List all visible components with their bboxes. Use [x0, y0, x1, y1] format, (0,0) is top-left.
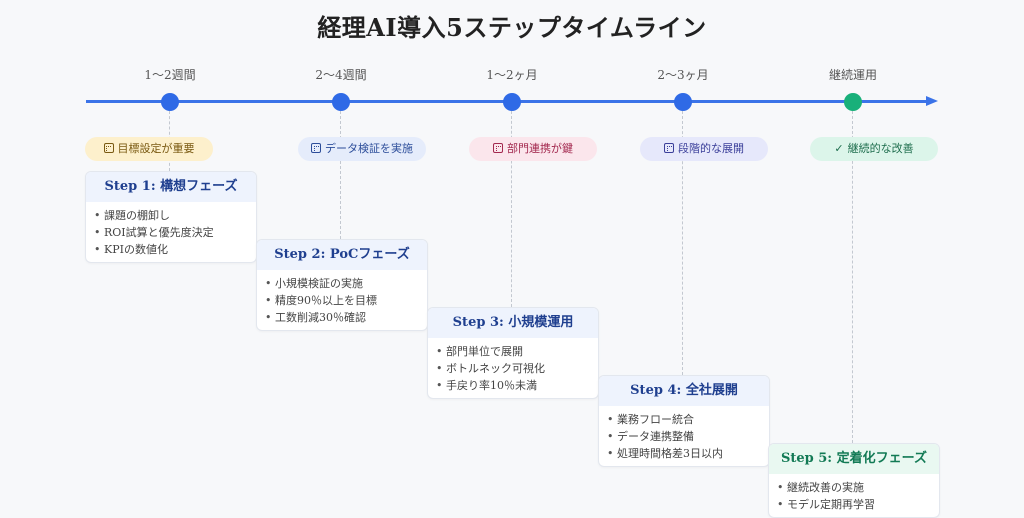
list-item: 手戻り率10％未満 — [436, 377, 598, 394]
step-card: Step 4: 全社展開 業務フロー統合 データ連携整備 処理時間格差3日以内 — [598, 375, 770, 467]
step-title: Step 2: PoCフェーズ — [257, 240, 427, 270]
timeline-stage-2: 2～4週間 データ検証を実施 Step 2: PoCフェーズ 小規模検証の実施 … — [256, 0, 428, 512]
timeline-stage-1: 1～2週間 目標設定が重要 Step 1: 構想フェーズ 課題の棚卸し ROI試… — [85, 0, 257, 512]
badge-label: データ検証を実施 — [325, 142, 413, 155]
timeline-node — [503, 93, 521, 111]
list-item: ボトルネック可視化 — [436, 360, 598, 377]
check-icon: ✓ — [834, 142, 844, 155]
list-item: 処理時間格差3日以内 — [607, 445, 769, 462]
badge-label: 目標設定が重要 — [117, 142, 195, 155]
timeline-stage-4: 2～3ヶ月 段階的な展開 Step 4: 全社展開 業務フロー統合 データ連携整… — [598, 0, 770, 512]
list-item: 課題の棚卸し — [94, 207, 256, 224]
list-item: 継続改善の実施 — [777, 479, 939, 496]
step-card: Step 1: 構想フェーズ 課題の棚卸し ROI試算と優先度決定 KPIの数値… — [85, 171, 257, 263]
step-title: Step 4: 全社展開 — [599, 376, 769, 406]
timeline-node — [161, 93, 179, 111]
list-item: 工数削減30％確認 — [265, 309, 427, 326]
stage-period: 1～2ヶ月 — [486, 68, 538, 82]
timeline-node — [332, 93, 350, 111]
connector-line — [340, 111, 341, 239]
badge-label: 段階的な展開 — [678, 142, 744, 155]
timeline-stage-5: 継続運用 ✓継続的な改善 Step 5: 定着化フェーズ 継続改善の実施 モデル… — [768, 0, 940, 518]
connector-line — [852, 111, 853, 443]
stage-period: 1～2週間 — [144, 68, 196, 82]
stage-badge: データ検証を実施 — [298, 137, 426, 161]
stage-period: 継続運用 — [828, 68, 877, 82]
list-item: データ連携整備 — [607, 428, 769, 445]
step-title: Step 5: 定着化フェーズ — [769, 444, 939, 474]
list-item: 小規模検証の実施 — [265, 275, 427, 292]
step-card: Step 3: 小規模運用 部門単位で展開 ボトルネック可視化 手戻り率10％未… — [427, 307, 599, 399]
connector-line — [682, 111, 683, 375]
timeline-node — [674, 93, 692, 111]
step-title: Step 1: 構想フェーズ — [86, 172, 256, 202]
list-item: ROI試算と優先度決定 — [94, 224, 256, 241]
list-item: 業務フロー統合 — [607, 411, 769, 428]
timeline-arrow-icon — [926, 96, 938, 106]
stage-badge: 段階的な展開 — [640, 137, 768, 161]
list-item: KPIの数値化 — [94, 241, 256, 258]
list-item: 精度90％以上を目標 — [265, 292, 427, 309]
badge-label: 継続的な改善 — [847, 142, 914, 155]
stage-period: 2～3ヶ月 — [657, 68, 709, 82]
timeline-stage-3: 1～2ヶ月 部門連携が鍵 Step 3: 小規模運用 部門単位で展開 ボトルネッ… — [427, 0, 599, 512]
step-title: Step 3: 小規模運用 — [428, 308, 598, 338]
chart-icon — [311, 143, 321, 153]
timeline-node — [844, 93, 862, 111]
list-item: 部門単位で展開 — [436, 343, 598, 360]
step-card: Step 2: PoCフェーズ 小規模検証の実施 精度90％以上を目標 工数削減… — [256, 239, 428, 331]
step-card: Step 5: 定着化フェーズ 継続改善の実施 モデル定期再学習 — [768, 443, 940, 518]
chart-icon — [103, 143, 114, 153]
chart-icon — [493, 143, 503, 153]
badge-label: 部門連携が鍵 — [507, 142, 573, 155]
connector-line — [511, 111, 512, 307]
stage-badge: ✓継続的な改善 — [810, 137, 938, 161]
step-items: 継続改善の実施 モデル定期再学習 — [769, 474, 939, 517]
page-title: 経理AI導入5ステップタイムライン — [317, 13, 707, 42]
stage-period: 2～4週間 — [315, 68, 367, 82]
step-items: 小規模検証の実施 精度90％以上を目標 工数削減30％確認 — [257, 270, 427, 330]
step-items: 部門単位で展開 ボトルネック可視化 手戻り率10％未満 — [428, 338, 598, 398]
stage-badge: 目標設定が重要 — [85, 137, 213, 161]
step-items: 課題の棚卸し ROI試算と優先度決定 KPIの数値化 — [86, 202, 256, 262]
step-items: 業務フロー統合 データ連携整備 処理時間格差3日以内 — [599, 406, 769, 466]
list-item: モデル定期再学習 — [777, 496, 939, 513]
chart-icon — [664, 143, 674, 153]
stage-badge: 部門連携が鍵 — [469, 137, 597, 161]
